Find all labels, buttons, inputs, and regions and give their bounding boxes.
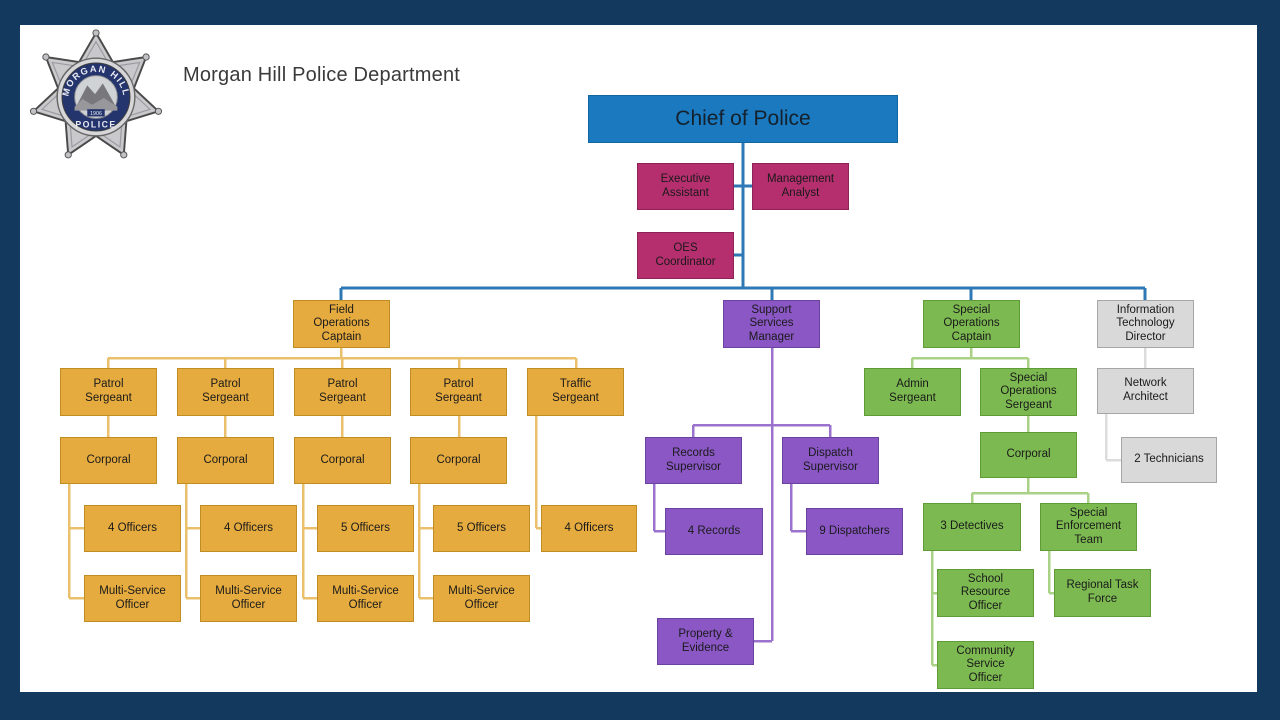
- node-officers-2: 4 Officers: [200, 505, 297, 552]
- node-special-operations-sergeant: Special Operations Sergeant: [980, 368, 1077, 416]
- foothill-icon: [74, 98, 118, 111]
- node-oes-coordinator: OES Coordinator: [637, 232, 734, 279]
- node-field-operations-captain: Field Operations Captain: [293, 300, 390, 348]
- node-regional-task-force: Regional Task Force: [1054, 569, 1151, 617]
- node-multi-service-officer-1: Multi-Service Officer: [84, 575, 181, 622]
- node-chief-of-police: Chief of Police: [588, 95, 898, 143]
- node-special-enforcement-team: Special Enforcement Team: [1040, 503, 1137, 551]
- node-patrol-sergeant-2: Patrol Sergeant: [177, 368, 274, 416]
- node-dispatch-supervisor: Dispatch Supervisor: [782, 437, 879, 484]
- node-special-operations-captain: Special Operations Captain: [923, 300, 1020, 348]
- node-admin-sergeant: Admin Sergeant: [864, 368, 961, 416]
- node-patrol-sergeant-3: Patrol Sergeant: [294, 368, 391, 416]
- police-badge-logo: MORGAN HILL 1906 POLICE: [29, 29, 163, 159]
- node-officers-traffic: 4 Officers: [541, 505, 637, 552]
- node-executive-assistant: Executive Assistant: [637, 163, 734, 210]
- node-multi-service-officer-4: Multi-Service Officer: [433, 575, 530, 622]
- node-officers-1: 4 Officers: [84, 505, 181, 552]
- node-multi-service-officer-2: Multi-Service Officer: [200, 575, 297, 622]
- node-patrol-sergeant-1: Patrol Sergeant: [60, 368, 157, 416]
- node-officers-4: 5 Officers: [433, 505, 530, 552]
- node-multi-service-officer-3: Multi-Service Officer: [317, 575, 414, 622]
- node-traffic-sergeant: Traffic Sergeant: [527, 368, 624, 416]
- node-community-service-officer: Community Service Officer: [937, 641, 1034, 689]
- node-school-resource-officer: School Resource Officer: [937, 569, 1034, 617]
- node-support-services-manager: Support Services Manager: [723, 300, 820, 348]
- node-corporal-3: Corporal: [294, 437, 391, 484]
- node-management-analyst: Management Analyst: [752, 163, 849, 210]
- node-patrol-sergeant-4: Patrol Sergeant: [410, 368, 507, 416]
- page-title: Morgan Hill Police Department: [183, 64, 461, 86]
- node-records-supervisor: Records Supervisor: [645, 437, 742, 484]
- badge-year: 1906: [90, 111, 102, 117]
- badge-bottom-text: POLICE: [75, 120, 116, 130]
- node-2-technicians: 2 Technicians: [1121, 437, 1217, 483]
- node-3-detectives: 3 Detectives: [923, 503, 1021, 551]
- node-network-architect: Network Architect: [1097, 368, 1194, 414]
- node-corporal-4: Corporal: [410, 437, 507, 484]
- node-9-dispatchers: 9 Dispatchers: [806, 508, 903, 555]
- node-corporal-2: Corporal: [177, 437, 274, 484]
- node-corporal-special-ops: Corporal: [980, 432, 1077, 478]
- badge-year-banner: [87, 109, 105, 117]
- node-officers-3: 5 Officers: [317, 505, 414, 552]
- node-corporal-1: Corporal: [60, 437, 157, 484]
- node-property-evidence: Property & Evidence: [657, 618, 754, 665]
- node-information-technology-director: Information Technology Director: [1097, 300, 1194, 348]
- node-4-records: 4 Records: [665, 508, 763, 555]
